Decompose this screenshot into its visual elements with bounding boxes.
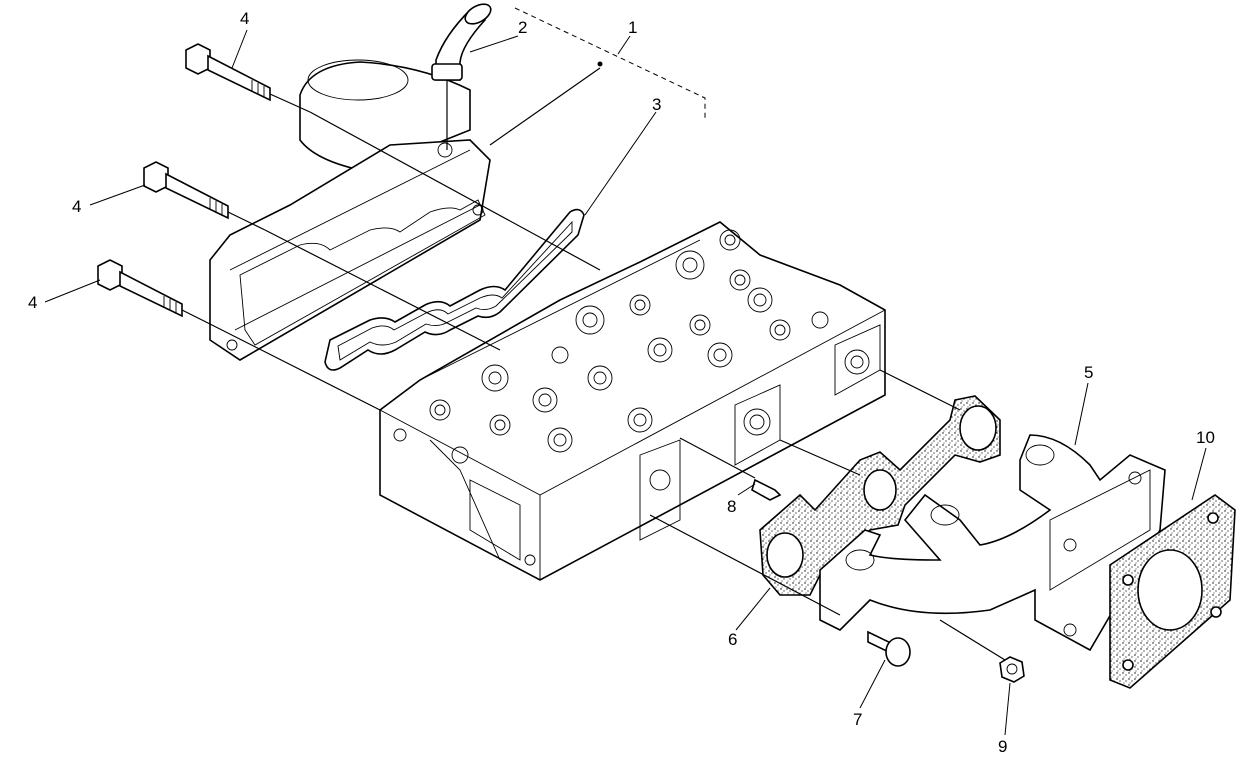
callout-4-bottom: 4 [28,293,37,312]
callout-9: 9 [998,737,1007,756]
assembly-bracket [514,7,706,118]
callout-4-middle: 4 [72,197,81,216]
callout-1: 1 [628,18,637,37]
bolt-bottom [97,259,211,325]
bolt-7 [867,630,911,667]
intake-gasket [324,208,585,371]
callout-5: 5 [1084,363,1093,382]
callout-3: 3 [652,95,661,114]
bolt-middle [143,161,266,231]
bolt-top [185,43,311,113]
callout-6: 6 [728,630,737,649]
exhaust-manifold [819,434,1166,652]
callout-10: 10 [1196,428,1215,447]
callout-7: 7 [853,710,862,729]
stud [679,437,782,501]
callout-2: 2 [518,18,527,37]
cylinder-head [379,221,886,581]
callout-4-top: 4 [240,9,249,28]
housing-gasket-outline [239,199,486,346]
breather-pipe [431,3,492,150]
callout-8: 8 [727,497,736,516]
intake-manifold [209,59,491,361]
nut [999,656,1025,683]
